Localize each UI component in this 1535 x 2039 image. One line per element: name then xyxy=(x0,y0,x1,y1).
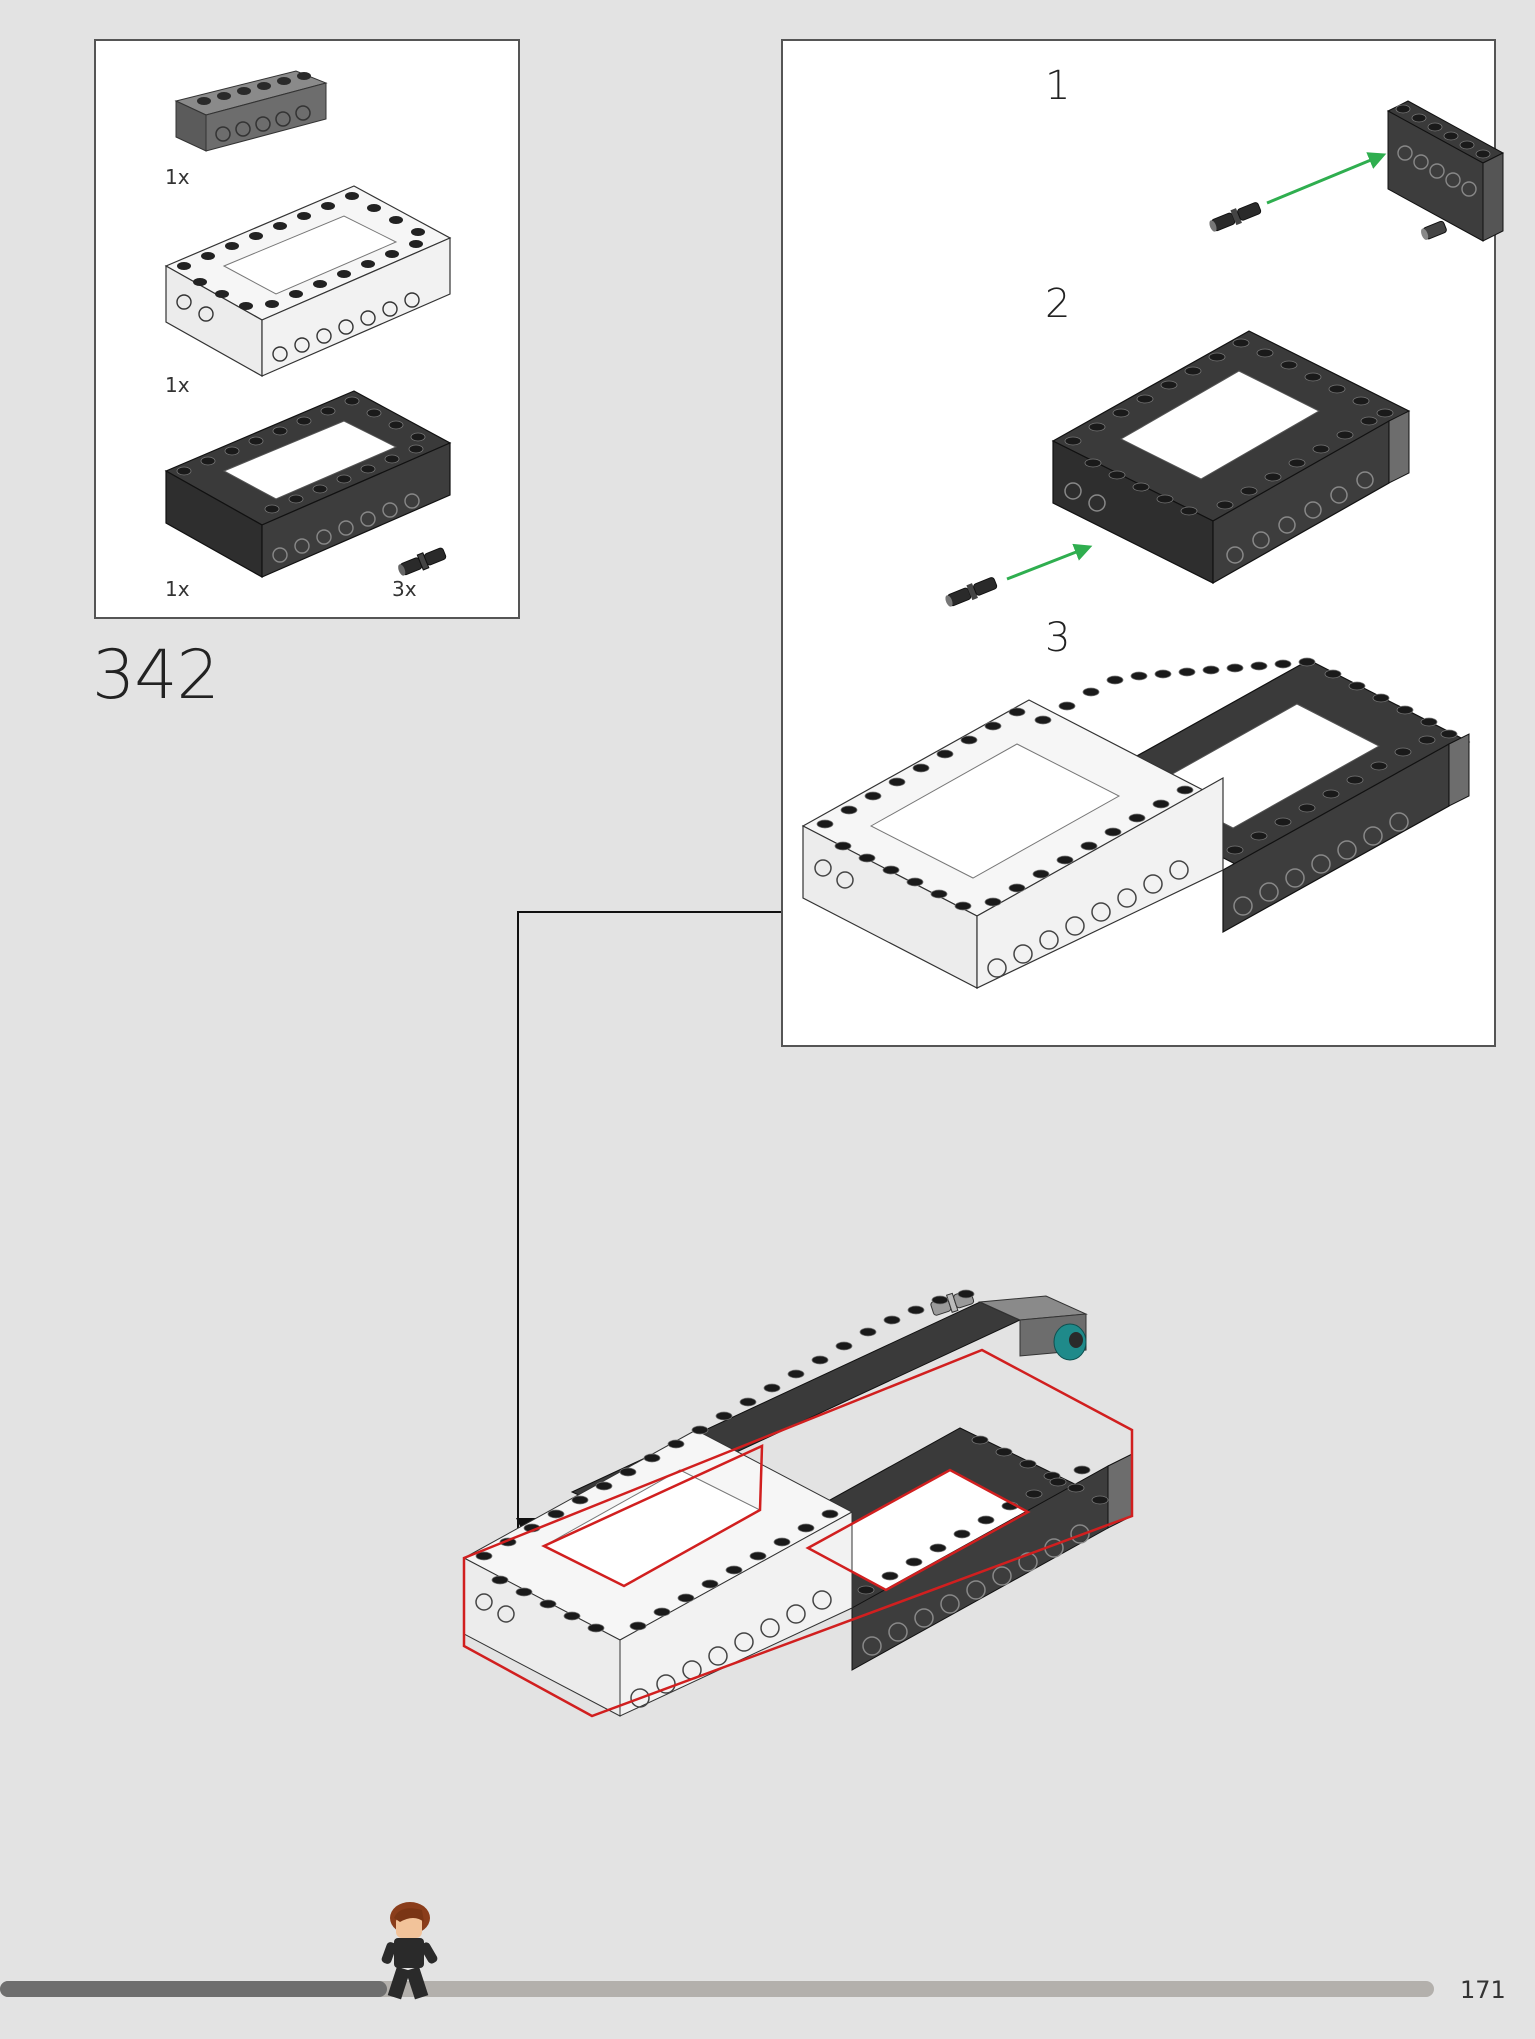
substep-2-illustration xyxy=(945,330,1411,607)
teal-axle-connector xyxy=(1053,1323,1087,1361)
part-qty-pin: 3x xyxy=(392,577,417,601)
part-beam-dark-gray xyxy=(174,70,328,152)
part-qty-beam: 1x xyxy=(165,165,190,189)
part-frame-black xyxy=(164,390,452,579)
progress-fill xyxy=(0,1981,387,1997)
part-qty-white-frame: 1x xyxy=(165,373,190,397)
new-part-highlight xyxy=(462,1348,1134,1718)
sub-assembly-panel: 1 2 3 xyxy=(781,39,1505,1047)
progress-bar xyxy=(0,1981,1434,1997)
page-number: 171 xyxy=(1460,1976,1506,2004)
substep-number-3: 3 xyxy=(1045,615,1071,661)
main-assembly-illustration xyxy=(462,1289,1134,1718)
step-number: 342 xyxy=(92,636,220,715)
part-qty-black-frame: 1x xyxy=(165,577,190,601)
substep-number-2: 2 xyxy=(1045,281,1071,327)
part-pin-black xyxy=(398,547,447,576)
part-frame-white xyxy=(164,185,452,378)
substep-3-illustration xyxy=(801,657,1471,989)
minifigure-progress-marker xyxy=(381,1902,438,2000)
substep-1-illustration xyxy=(1209,100,1505,242)
parts-list-panel: 1x 1x xyxy=(94,39,520,619)
substep-number-1: 1 xyxy=(1045,63,1071,109)
